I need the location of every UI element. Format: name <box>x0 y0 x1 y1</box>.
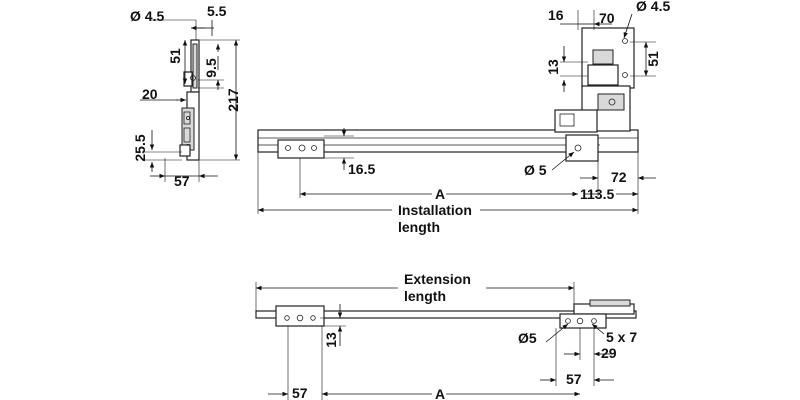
extension-dim-a-label: A <box>435 386 445 400</box>
extension-dim-5x7-label: 5 x 7 <box>606 329 637 345</box>
front-dim-113-5-label: 113.5 <box>580 186 614 202</box>
front-dim-16-label: 16 <box>548 7 564 23</box>
front-dia-top-label: Ø 4.5 <box>636 0 670 14</box>
side-dim-5-5-label: 5.5 <box>207 3 227 19</box>
front-dia-5-label: Ø 5 <box>524 162 547 178</box>
side-bracket <box>179 39 200 161</box>
side-dim-20-label: 20 <box>142 86 158 102</box>
front-rail <box>257 129 639 159</box>
side-dim-51-label: 51 <box>167 48 183 64</box>
front-dim-51-label: 51 <box>645 51 661 67</box>
side-dim-25-5-label: 25.5 <box>132 134 148 161</box>
side-dia-top-label: Ø 4.5 <box>130 8 164 24</box>
extension-view: Extension length 13 Ø5 5 x 7 29 57 57 A <box>255 271 637 400</box>
front-mechanism <box>554 27 635 162</box>
side-view: Ø 4.5 5.5 51 9.5 217 20 25.5 57 <box>130 3 241 189</box>
side-dim-9-5-label: 9.5 <box>203 58 219 78</box>
extension-dim-57-left-label: 57 <box>292 385 308 400</box>
front-dim-13-label: 13 <box>545 59 561 75</box>
front-dim-a-label: A <box>435 186 445 202</box>
front-dim-16-5-label: 16.5 <box>348 161 375 177</box>
extension-rail <box>255 299 637 329</box>
extension-length-line2: length <box>404 288 446 304</box>
extension-dim-13-label: 13 <box>323 332 339 348</box>
extension-dim-29-label: 29 <box>601 345 617 361</box>
extension-length-line1: Extension <box>404 271 471 287</box>
front-dim-70-label: 70 <box>599 10 615 26</box>
installation-length-line2: length <box>398 219 440 235</box>
installation-length-line1: Installation <box>398 202 472 218</box>
front-dim-72-label: 72 <box>611 169 627 185</box>
front-view: 16 70 Ø 4.5 13 51 16.5 Ø 5 72 A 113.5 In… <box>257 0 670 235</box>
extension-dia-5-label: Ø5 <box>518 330 537 346</box>
extension-dim-57-right-label: 57 <box>566 371 582 387</box>
side-dim-57-label: 57 <box>174 173 190 189</box>
side-dim-217-label: 217 <box>225 88 241 112</box>
